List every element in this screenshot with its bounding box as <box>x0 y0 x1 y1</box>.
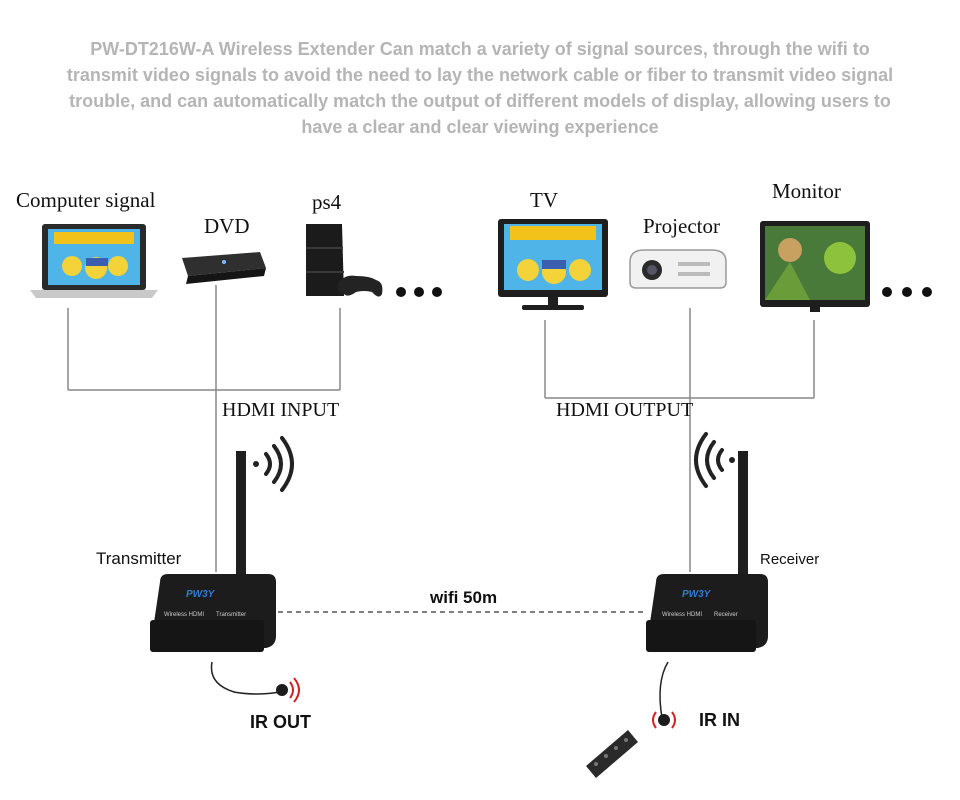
more-sources-dots <box>396 287 442 297</box>
hdmi-output-label: HDMI OUTPUT <box>556 399 694 421</box>
ir-out-label: IR OUT <box>250 712 311 732</box>
ir-out-emitter-icon <box>276 677 300 703</box>
transmitter-panel-label: Wireless HDMI <box>164 612 204 618</box>
receiver-panel-label: Wireless HDMI <box>662 612 702 618</box>
intro-description: PW-DT216W-A Wireless Extender Can match … <box>66 39 894 137</box>
receiver-panel-tag: Receiver <box>714 612 738 618</box>
transmitter-device <box>150 451 276 652</box>
ir-out-cable <box>210 661 281 695</box>
ps4-console-icon <box>306 224 383 297</box>
transmitter-panel-tag: Transmitter <box>216 612 246 618</box>
projector-icon <box>629 249 727 289</box>
remote-control-icon <box>586 730 638 778</box>
ir-in-cable <box>659 661 669 719</box>
receiver-device <box>646 451 768 652</box>
more-displays-dots <box>882 287 932 297</box>
ir-in-receiver-icon <box>652 711 676 729</box>
dvd-player-icon <box>182 252 266 284</box>
tv-icon <box>498 219 608 310</box>
receiver-brand-logo: PW3Y <box>682 589 712 600</box>
monitor-icon <box>760 221 870 312</box>
projector-label: Projector <box>643 214 720 238</box>
receiver-label: Receiver <box>760 551 820 568</box>
tv-label: TV <box>530 188 558 212</box>
computer-signal-label: Computer signal <box>16 188 156 212</box>
hdmi-output-wiring <box>544 308 815 572</box>
dvd-label: DVD <box>204 214 250 238</box>
transmitter-label: Transmitter <box>96 549 182 568</box>
transmitter-wifi-signal-icon <box>253 436 294 492</box>
transmitter-brand-logo: PW3Y <box>186 589 216 600</box>
wifi-range-label: wifi 50m <box>430 588 498 607</box>
hdmi-input-wiring <box>67 285 341 572</box>
ps4-label: ps4 <box>312 190 342 214</box>
hdmi-input-label: HDMI INPUT <box>222 399 340 421</box>
receiver-wifi-signal-icon <box>694 432 735 488</box>
laptop-icon <box>30 224 158 298</box>
monitor-label: Monitor <box>772 179 841 203</box>
ir-in-label: IR IN <box>699 710 741 730</box>
